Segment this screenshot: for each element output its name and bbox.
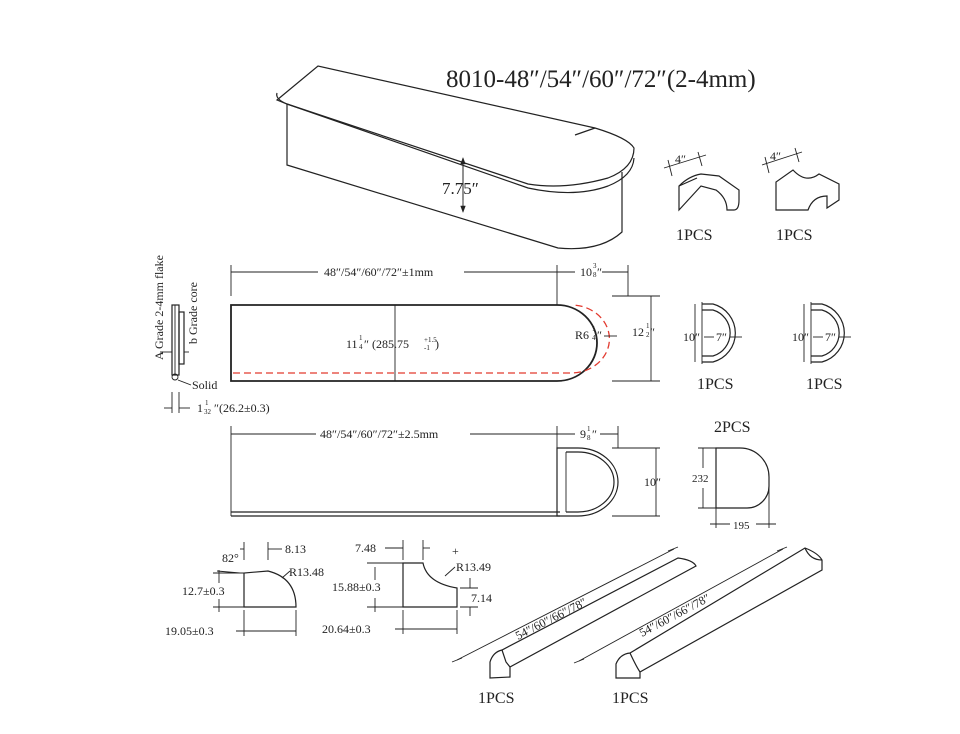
counter-height-label: 7.75″ [442,179,479,198]
base-end-num: 1 [587,425,591,433]
profile-a-radius: R13.48 [289,565,324,579]
cap-a-width: 7″ [716,330,727,344]
cove-piece-a: 4″ 1PCS [663,151,740,244]
profile-a-height: 12.7±0.3 [182,584,225,598]
depth-num: 1 [359,334,363,342]
profile-b-top: 7.48 [355,541,376,555]
end-width-den: 8 [593,271,597,279]
end-cap-detail: 2PCS 232 195 [692,419,776,532]
cap-b-width: 7″ [825,330,836,344]
end-cap-b: 10″ 7″ 1PCS [792,302,851,393]
profile-a: 82° 8.13 R13.48 12.7±0.3 19.05±0.3 [165,542,324,638]
base-end-den: 8 [587,434,591,442]
drawing-title: 8010-48″/54″/60″/72″(2-4mm) [446,66,756,93]
end-width-inch: ″ [597,265,602,279]
profile-b: 7.48 + R13.49 15.88±0.3 7.14 20.64±0.3 [322,540,492,636]
top-length: 48″/54″/60″/72″±1mm [324,265,434,279]
end-cap-a: 10″ 7″ 1PCS [683,302,742,393]
depth-tol-minus: -1 [424,344,430,352]
radius-den: 4 [592,334,596,342]
depth-tol-plus: +1.5 [424,336,437,344]
profile-b-mark: + [452,544,459,558]
cove-b-width: 4″ [770,149,781,163]
thickness-den: 32 [204,408,212,416]
strip-b-length: 54″/60″/66″/78″ [637,591,712,640]
total-width-whole: 12 [632,325,644,339]
radius-prefix: R6 [575,328,589,342]
profile-b-height: 15.88±0.3 [332,580,381,594]
cap-b-depth: 10″ [792,330,809,344]
layer-section: A Grade 2-4mm flake b Grade core Solid 1… [152,255,270,416]
top-plan-view: 48″/54″/60″/72″±1mm 10 3 8 ″ 11 1 4 ″ (2… [230,262,660,382]
depth-inch: ″ [364,337,369,351]
total-width-inch: ″ [650,325,655,339]
cap-detail-height: 232 [692,473,709,485]
strip-b: 54″/60″/66″/78″ 1PCS [573,546,823,707]
strip-a-length: 54″/60″/66″/78″ [513,595,589,643]
cove-a-qty: 1PCS [676,227,712,244]
cove-piece-b: 4″ 1PCS [761,147,840,244]
base-length: 48″/54″/60″/72″±2.5mm [320,427,439,441]
total-width-den: 2 [646,331,650,339]
cap-a-depth: 10″ [683,330,700,344]
profile-b-radius: R13.49 [456,560,491,574]
countertop-3d-view: 7.75″ [275,65,635,250]
thickness-whole: 1 [197,401,203,415]
end-width-whole: 10 [580,265,592,279]
b-grade-label: b Grade core [186,282,200,344]
thickness-mm: ″(26.2±0.3) [214,401,270,415]
solid-label: Solid [192,378,217,392]
thickness-num: 1 [205,399,209,407]
end-width-num: 3 [593,262,597,270]
radius-inch: ″ [597,328,602,342]
base-height: 10″ [644,475,661,489]
base-plan-view: 48″/54″/60″/72″±2.5mm 9 1 8 ″ 10″ [230,425,661,517]
cap-b-qty: 1PCS [806,376,842,393]
radius-num: 1 [592,325,596,333]
cove-a-width: 4″ [675,152,686,166]
cap-detail-qty: 2PCS [714,419,750,436]
strip-b-qty: 1PCS [612,690,648,707]
base-end-inch: ″ [592,427,597,441]
profile-a-width: 19.05±0.3 [165,624,214,638]
total-width-num: 1 [646,322,650,330]
cap-a-qty: 1PCS [697,376,733,393]
a-grade-label: A Grade 2-4mm flake [152,255,166,360]
strip-a-qty: 1PCS [478,690,514,707]
profile-b-width: 20.64±0.3 [322,622,371,636]
cap-detail-width: 195 [733,520,750,532]
base-end-whole: 9 [580,427,586,441]
profile-a-top: 8.13 [285,542,306,556]
profile-b-lip: 7.14 [471,591,492,605]
depth-whole: 11 [346,337,358,351]
depth-close: ) [435,337,439,351]
depth-mm: (285.75 [372,337,409,351]
depth-den: 4 [359,343,363,351]
cove-b-qty: 1PCS [776,227,812,244]
profile-a-angle: 82° [222,551,239,565]
